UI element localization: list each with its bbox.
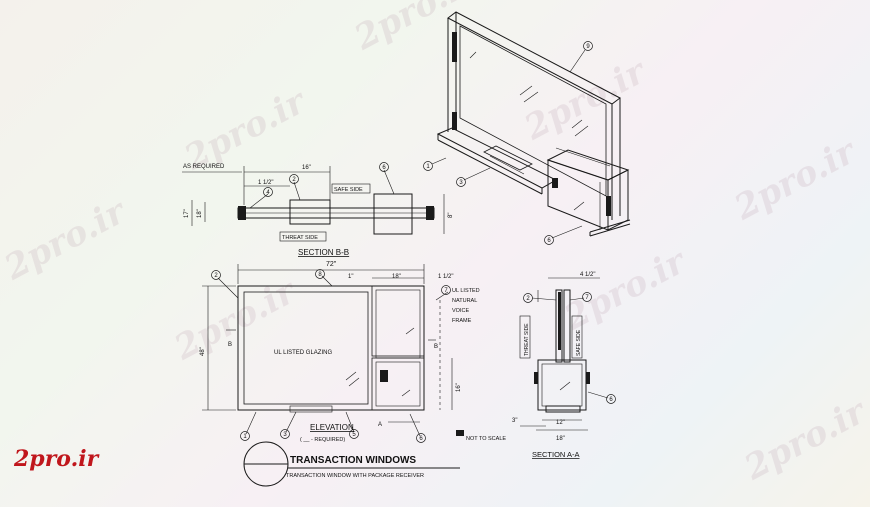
dim-1: 1" [348, 274, 353, 280]
section-aa-title: SECTION A-A [532, 450, 580, 459]
section-bb-title: SECTION B-B [298, 248, 349, 257]
callout-marker: 6 [544, 235, 554, 245]
dim-1-1-2-elev: 1 1/2" [438, 274, 453, 280]
safe-side-label: SAFE SIDE [334, 187, 363, 193]
callout-marker: 5 [349, 429, 359, 439]
svg-text:2: 2 [292, 177, 296, 183]
elevation-subtitle: ( __ - REQUIRED) [300, 437, 345, 443]
section-aa-view [519, 277, 600, 431]
as-required-label: AS REQUIRED [183, 164, 225, 170]
drawing-title: TRANSACTION WINDOWS [290, 455, 416, 466]
svg-text:2: 2 [214, 273, 218, 279]
dim-18-aa: 18" [556, 436, 565, 442]
svg-text:6: 6 [609, 397, 613, 403]
svg-text:1: 1 [243, 434, 247, 440]
callout-marker: 3 [456, 177, 466, 187]
dim-3: 3" [512, 418, 517, 424]
section-mark-a: A [378, 422, 382, 428]
callout-marker: 6 [606, 394, 616, 404]
svg-text:1: 1 [426, 164, 430, 170]
dim-16-bb: 16" [302, 165, 311, 171]
svg-text:6: 6 [547, 238, 551, 244]
svg-text:5: 5 [352, 432, 356, 438]
svg-text:7: 7 [585, 295, 589, 301]
dim-16-elev: 16" [456, 383, 462, 392]
callout-marker: 1 [423, 161, 433, 171]
threat-side-label: THREAT SIDE [282, 235, 318, 241]
voice-frame-label-2: NATURAL [452, 298, 477, 304]
voice-frame-label-1: UL LISTED [452, 288, 480, 294]
dim-18-elev: 18" [392, 274, 401, 280]
dim-48: 48" [200, 347, 206, 356]
section-mark-b-right: B [434, 344, 438, 350]
dim-72: 72" [326, 261, 337, 268]
svg-text:3: 3 [459, 180, 463, 186]
isometric-view [436, 11, 631, 237]
dim-4-1-2: 4 1/2" [580, 272, 595, 278]
svg-text:3: 3 [283, 432, 287, 438]
callout-marker: 1 [240, 431, 250, 441]
callout-marker: 9 [583, 41, 593, 51]
svg-text:6: 6 [382, 165, 386, 171]
svg-text:8: 8 [318, 272, 322, 278]
dim-8-bb: 8" [448, 213, 454, 218]
callout-marker: 2 [523, 293, 533, 303]
threat-side-aa: THREAT SIDE [524, 323, 530, 356]
elevation-title: ELEVATION [310, 423, 354, 432]
callout-marker: 2 [211, 270, 221, 280]
svg-text:7: 7 [444, 288, 448, 294]
callout-marker: 6 [379, 162, 389, 172]
glazing-label: UL LISTED GLAZING [274, 350, 332, 356]
title-block [243, 441, 460, 487]
dim-12: 12" [556, 420, 565, 426]
callout-marker: 6 [416, 433, 426, 443]
safe-side-aa: SAFE SIDE [576, 329, 582, 356]
callout-marker: 8 [315, 269, 325, 279]
dim-18-bb: 18" [197, 209, 203, 218]
not-to-scale-label: NOT TO SCALE [466, 436, 506, 442]
callout-marker: 3 [280, 429, 290, 439]
svg-text:6: 6 [419, 436, 423, 442]
callout-marker: 7 [441, 285, 451, 295]
brand-logo[interactable]: 2pro.ir [14, 446, 99, 472]
dim-1-1-2-bb: 1 1/2" [258, 180, 273, 186]
dim-17-bb: 17" [184, 209, 190, 218]
svg-text:9: 9 [586, 44, 590, 50]
voice-frame-label-3: VOICE [452, 308, 469, 314]
section-mark-b-left: B [228, 342, 232, 348]
svg-text:4: 4 [266, 190, 270, 196]
elevation-view [202, 264, 464, 436]
callout-marker: 4 [263, 187, 273, 197]
callout-marker: 2 [289, 174, 299, 184]
svg-text:2: 2 [526, 296, 530, 302]
voice-frame-label-4: FRAME [452, 318, 472, 324]
drawing-subtitle: TRANSACTION WINDOW WITH PACKAGE RECEIVER [286, 473, 424, 479]
section-bb-view [182, 166, 445, 242]
callout-marker: 7 [582, 292, 592, 302]
